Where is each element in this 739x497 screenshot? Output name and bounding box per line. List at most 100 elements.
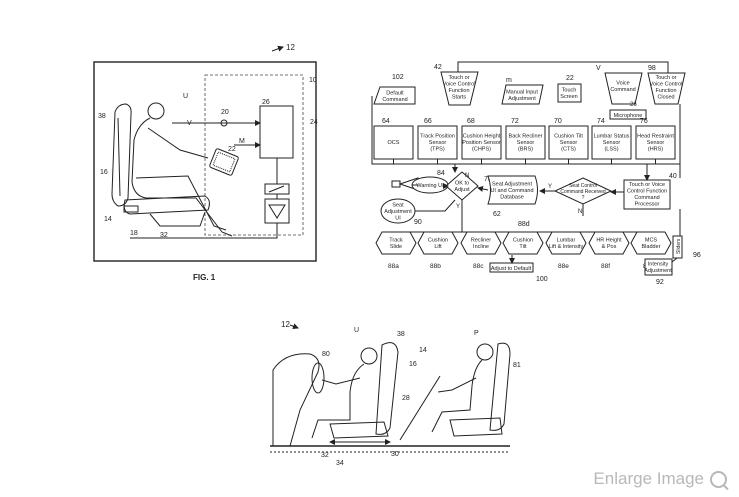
fig1-caption: FIG. 1	[193, 273, 216, 282]
driver-head	[360, 347, 378, 365]
flow-ref-22: 22	[566, 75, 574, 82]
processor-box	[623, 179, 671, 210]
flow-ref-78: 78	[484, 176, 492, 183]
fig2-ref-80: 80	[322, 351, 330, 358]
fig2-ref-30: 30	[391, 451, 399, 458]
steering-wheel	[311, 362, 325, 394]
flow-ref-92: 92	[656, 279, 664, 286]
fig1-ref-20: 20	[221, 109, 229, 116]
controller-box	[259, 105, 294, 159]
flow-ref-74: 74	[597, 118, 605, 125]
passenger-head	[476, 343, 494, 361]
flow-ref-66: 66	[424, 118, 432, 125]
fig1-ref-26: 26	[262, 99, 270, 106]
fig2-ref-81: 81	[513, 362, 521, 369]
flow-ref-v: V	[596, 65, 601, 72]
flow-ref-100: 100	[536, 276, 548, 283]
fig1-ref-22: 22	[228, 146, 236, 153]
fig1-ref-24: 24	[310, 119, 318, 126]
fig2-ref-28: 28	[402, 395, 410, 402]
driver-seat	[375, 342, 399, 435]
microphone-icon	[220, 119, 228, 127]
sensor-box-0	[373, 125, 414, 160]
side-box-label: Sliders	[676, 238, 682, 254]
fig1-ref-v: V	[187, 120, 192, 127]
flow-ref-m: m	[506, 77, 512, 84]
side-box	[672, 235, 683, 259]
passenger-seat	[489, 342, 511, 431]
action-ref-4: 88e	[558, 263, 569, 270]
fig1-ref-u: U	[183, 93, 188, 100]
sensor-label-0: OCS	[388, 140, 400, 146]
fig2-ref-16: 16	[409, 361, 417, 368]
flow-ref-72: 72	[511, 118, 519, 125]
flow-label-n: N	[465, 173, 469, 179]
flow-ref-84: 84	[437, 170, 445, 177]
default-command-box	[373, 86, 416, 105]
manual-input-box	[501, 84, 544, 105]
fig2-ref-p: P	[474, 330, 479, 337]
fig2-diagram: 12 80 U 38 14 16 28 P 81 32 34 30	[270, 320, 521, 467]
sensor-box-1	[417, 125, 458, 160]
warning-ui-label: Warning UI	[416, 183, 444, 189]
flow-ref-70: 70	[554, 118, 562, 125]
voice-command-trapezoid	[604, 72, 643, 105]
action-ref-0: 88a	[388, 263, 399, 270]
flow-ref-40: 40	[669, 173, 677, 180]
enlarge-image-label: Enlarge Image	[593, 469, 704, 488]
fig1-ref-32: 32	[160, 232, 168, 239]
speaker-icon	[391, 177, 419, 191]
enlarge-image-button[interactable]: Enlarge Image	[593, 469, 727, 489]
fig1-frame	[93, 61, 317, 262]
occupant-drawing	[131, 102, 233, 237]
adjust-default-label: Adjust to Default	[491, 266, 532, 272]
microphone-box	[609, 109, 647, 120]
fig2-ref-34: 34	[336, 460, 344, 467]
fig2-ref-32: 32	[321, 452, 329, 459]
flow-ref-42: 42	[434, 64, 442, 71]
touch-start-trapezoid	[440, 71, 479, 106]
action-ref-1: 88b	[430, 263, 441, 270]
fig1-ref-m: M	[239, 138, 245, 145]
flow-ref-90: 90	[414, 219, 422, 226]
tablet-icon	[209, 148, 239, 176]
actuator-box	[264, 198, 290, 224]
flow-ref-98: 98	[648, 65, 656, 72]
microphone-label: Microphone	[614, 113, 643, 119]
flow-ref-68: 68	[467, 118, 475, 125]
fig1-ref-10: 10	[309, 77, 317, 84]
action-label-5: HR Height& Pos	[596, 238, 622, 251]
touch-closed-trapezoid	[647, 72, 686, 105]
flow-ref-96: 96	[693, 252, 701, 259]
flow-ref-26: 26	[630, 102, 637, 108]
vehicle-system-boundary	[204, 74, 304, 236]
fig2-ref-38: 38	[397, 331, 405, 338]
flow-label-n2: N	[578, 209, 582, 215]
flow-ref-88d: 88d	[518, 221, 530, 228]
flow-ref-102: 102	[392, 74, 404, 81]
fig2-ref-14: 14	[419, 347, 427, 354]
flow-ref-62: 62	[493, 211, 501, 218]
fig2-ref-12: 12	[281, 320, 290, 329]
